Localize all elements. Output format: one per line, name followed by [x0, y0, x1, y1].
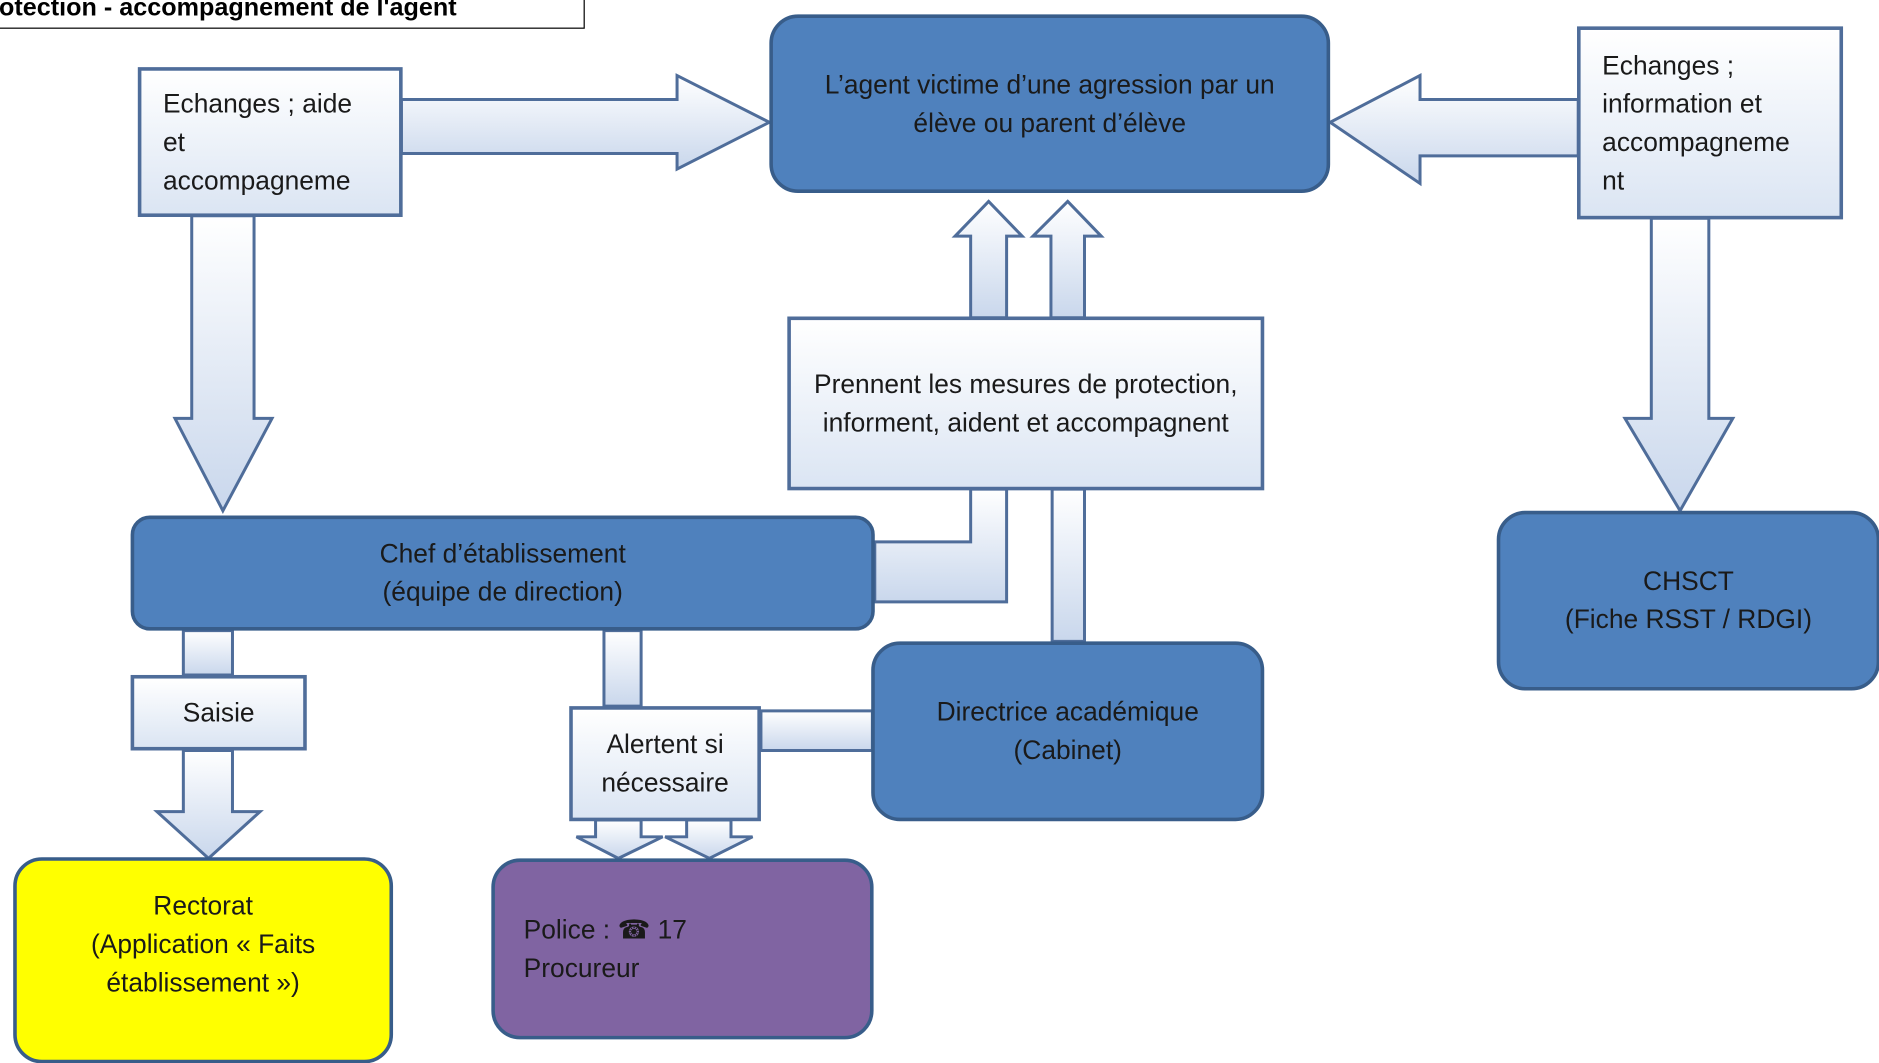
node-police-label: Police : ☎ 17 Procureur — [523, 914, 687, 983]
title-banner: rotection - accompagnement de l'agent — [0, 0, 585, 29]
node-exchanges-right: Echanges ; information et accompagneme n… — [1577, 26, 1844, 220]
arrow-chef-to-alert — [602, 629, 643, 708]
node-exchanges-right-label: Echanges ; information et accompagneme n… — [1602, 49, 1790, 195]
page-title: rotection - accompagnement de l'agent — [0, 0, 457, 22]
arrow-right-to-victim — [1327, 73, 1580, 187]
node-saisie-label: Saisie — [182, 697, 255, 728]
arrow-right-down-to-chsct — [1622, 216, 1736, 514]
arrow-alert-to-police-1 — [575, 818, 664, 861]
node-chef: Chef d’établissement (équipe de directio… — [130, 515, 875, 631]
node-rectorat-label: Rectorat (Application « Faits établissem… — [91, 890, 316, 998]
node-directrice-label: Directrice académique (Cabinet) — [936, 696, 1199, 765]
node-chsct-label: CHSCT (Fiche RSST / RDGI) — [1564, 565, 1813, 635]
node-directrice: Directrice académique (Cabinet) — [871, 641, 1265, 822]
node-rectorat: Rectorat (Application « Faits établissem… — [13, 857, 394, 1063]
node-saisie: Saisie — [130, 674, 307, 751]
node-alert: Alertent si nécessaire — [569, 706, 761, 822]
arrow-chef-to-saisie — [181, 629, 234, 677]
node-victim-label: L’agent victime d’une agression par un é… — [824, 68, 1275, 138]
arrow-directrice-to-measures — [1050, 487, 1086, 643]
node-exchanges-left: Echanges ; aide et accompagneme — [137, 67, 403, 217]
node-alert-label: Alertent si nécessaire — [601, 728, 729, 798]
arrow-alert-to-police-2 — [664, 818, 754, 861]
arrow-left-to-victim — [399, 73, 773, 172]
node-chef-label: Chef d’établissement (équipe de directio… — [379, 538, 626, 607]
arrow-measures-up-1 — [951, 199, 1026, 320]
arrow-directrice-to-alert — [759, 709, 874, 752]
node-police: Police : ☎ 17 Procureur — [491, 858, 874, 1040]
node-measures-label: Prennent les mesures de protection, info… — [814, 368, 1238, 437]
arrow-left-down-to-chef — [172, 214, 275, 514]
arrow-saisie-to-rectorat — [153, 748, 264, 861]
node-victim: L’agent victime d’une agression par un é… — [769, 14, 1331, 194]
arrow-measures-up-2 — [1029, 199, 1105, 320]
node-measures: Prennent les mesures de protection, info… — [787, 316, 1265, 491]
arrow-chef-to-measures — [873, 487, 1009, 604]
node-exchanges-left-label: Echanges ; aide et accompagneme — [162, 88, 353, 195]
node-chsct: CHSCT (Fiche RSST / RDGI) — [1496, 510, 1879, 691]
